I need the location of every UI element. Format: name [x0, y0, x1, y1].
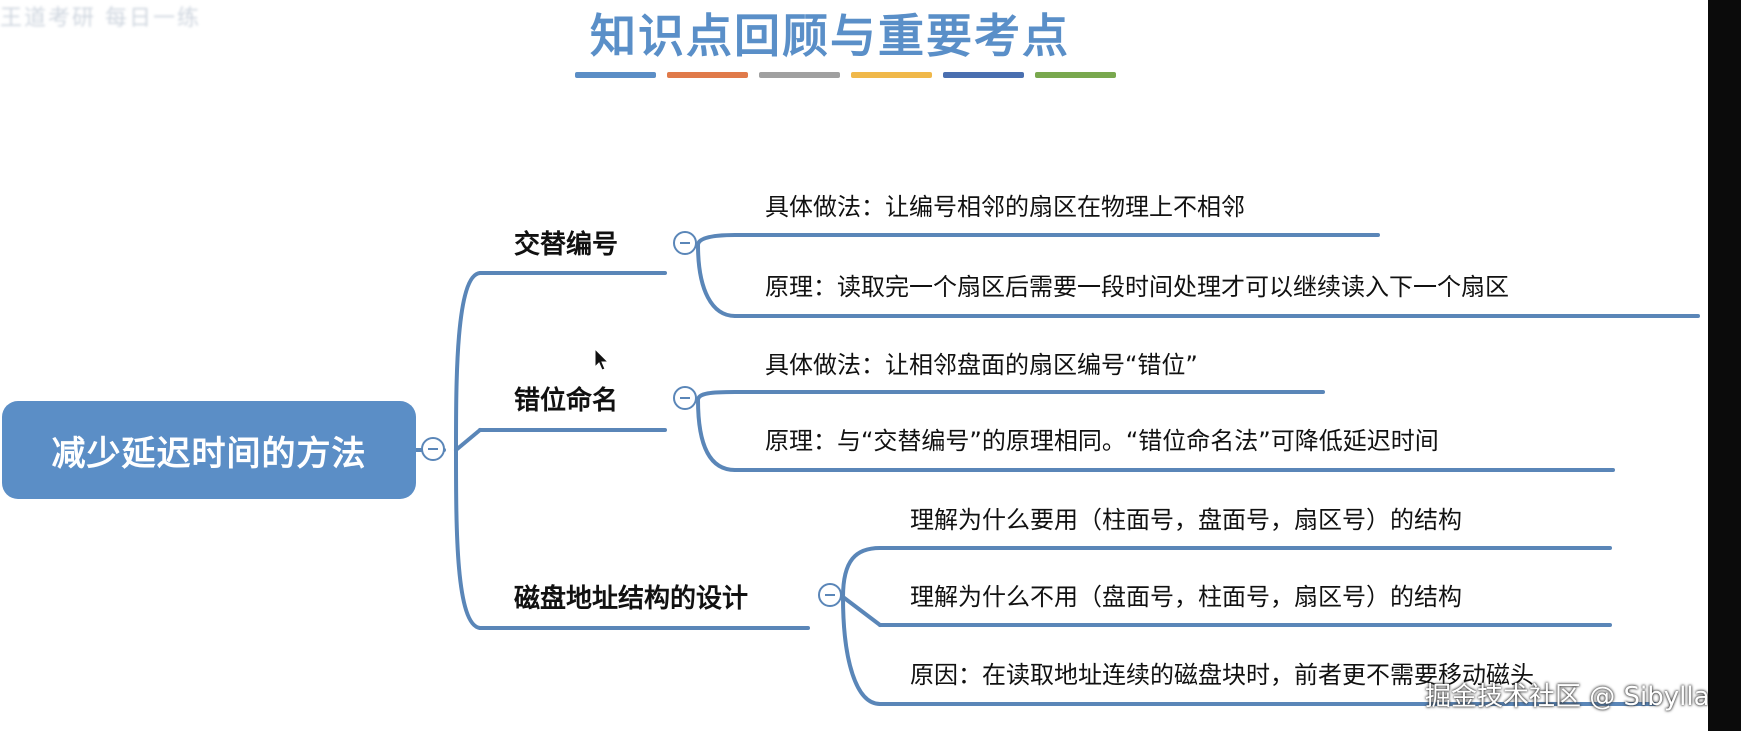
watermark: 掘金技术社区 @ Sibyllala [1425, 682, 1733, 712]
branch-topic-3[interactable]: 磁盘地址结构的设计 [514, 584, 749, 614]
subtopic-1-1[interactable]: 具体做法：让编号相邻的扇区在物理上不相邻 [765, 193, 1245, 221]
subtopic-3-2[interactable]: 理解为什么不用（盘面号，柱面号，扇区号）的结构 [910, 583, 1462, 611]
title-stripe-green [1035, 72, 1116, 78]
branch-topic-1[interactable]: 交替编号 [514, 230, 619, 260]
branch-topic-2[interactable]: 错位命名 [514, 386, 619, 416]
title-stripe-orange [667, 72, 748, 78]
title-stripe-yellow [851, 72, 932, 78]
subtopic-3-3[interactable]: 原因：在读取地址连续的磁盘块时，前者更不需要移动磁头 [910, 661, 1534, 689]
collapse-central-button[interactable] [421, 437, 445, 461]
corner-logo-blurred: 王道考研 每日一练 [0, 6, 201, 31]
collapse-branch-1-button[interactable] [673, 231, 697, 255]
slide-title: 知识点回顾与重要考点 [590, 9, 1070, 63]
subtopic-3-1[interactable]: 理解为什么要用（柱面号，盘面号，扇区号）的结构 [910, 506, 1462, 534]
subtopic-2-1[interactable]: 具体做法：让相邻盘面的扇区编号“错位” [765, 351, 1198, 379]
title-stripe-blue [575, 72, 656, 78]
mouse-pointer-icon [594, 348, 610, 371]
title-stripe-gray [759, 72, 840, 78]
right-edge-bar [1708, 0, 1741, 731]
collapse-branch-2-button[interactable] [673, 386, 697, 410]
subtopic-2-2[interactable]: 原理：与“交替编号”的原理相同。“错位命名法”可降低延迟时间 [765, 427, 1439, 455]
title-stripe-navy [943, 72, 1024, 78]
collapse-branch-3-button[interactable] [818, 583, 842, 607]
central-topic[interactable]: 减少延迟时间的方法 [2, 401, 416, 499]
subtopic-1-2[interactable]: 原理：读取完一个扇区后需要一段时间处理才可以继续读入下一个扇区 [765, 273, 1509, 301]
